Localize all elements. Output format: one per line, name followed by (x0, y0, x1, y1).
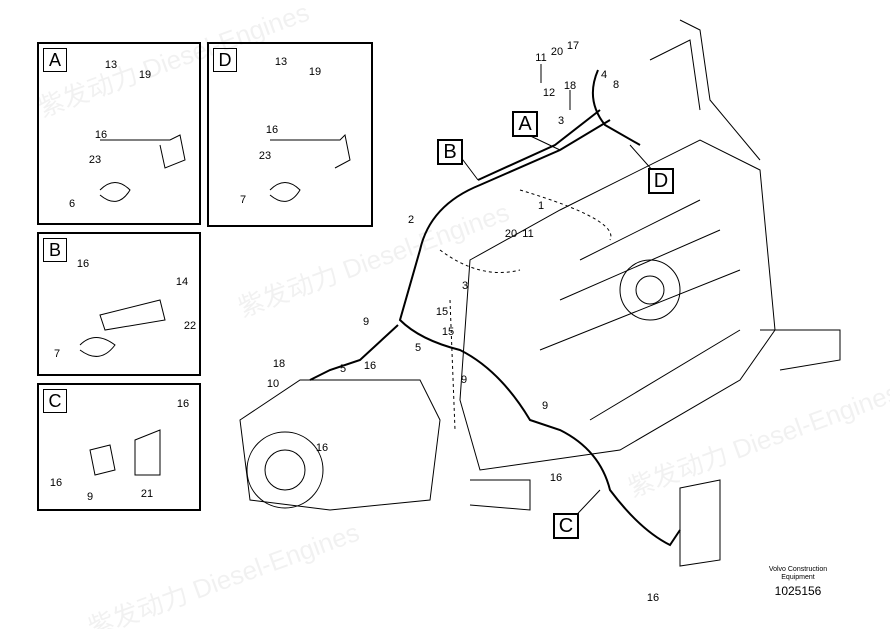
part-number-label: 15 (441, 326, 455, 338)
part-number-label: 17 (566, 40, 580, 52)
part-number-label: 14 (175, 276, 189, 288)
hydraulic-pump (239, 379, 441, 511)
part-number-label: 11 (522, 228, 534, 240)
part-number-label: 5 (414, 342, 422, 354)
part-number-label: 3 (557, 115, 565, 127)
part-number-label: 20 (504, 228, 518, 240)
engine-block (459, 139, 776, 471)
part-number-label: 4 (600, 69, 608, 81)
part-number-label: 21 (140, 488, 154, 500)
callout-a: A (512, 111, 538, 137)
callout-c: C (553, 513, 579, 539)
part-number-label: 16 (265, 124, 279, 136)
hose-main (398, 119, 681, 547)
part-number-label: 23 (88, 154, 102, 166)
part-number-label: 3 (461, 280, 469, 292)
part-number-label: 18 (563, 80, 577, 92)
part-number-label: 20 (550, 46, 564, 58)
part-number-label: 22 (183, 320, 197, 332)
panel-tag: D (213, 48, 237, 72)
part-number-label: 5 (339, 363, 347, 375)
part-number-label: 11 (535, 52, 547, 64)
callout-d: D (648, 168, 674, 194)
part-number-label: 23 (258, 150, 272, 162)
part-number-label: 16 (549, 472, 563, 484)
part-number-label: 9 (460, 374, 468, 386)
document-number: 1025156 (774, 584, 822, 598)
part-number-label: 15 (435, 306, 449, 318)
panel-tag: A (43, 48, 67, 72)
detail-panel-c: C (37, 383, 201, 511)
part-number-label: 19 (138, 69, 152, 81)
cooler (679, 479, 721, 567)
part-number-label: 12 (542, 87, 556, 99)
part-number-label: 19 (308, 66, 322, 78)
caption-line2: Equipment (781, 574, 815, 581)
part-number-label: 7 (239, 194, 247, 206)
part-number-label: 16 (94, 129, 108, 141)
part-number-label: 8 (612, 79, 620, 91)
part-number-label: 18 (272, 358, 286, 370)
part-number-label: 16 (76, 258, 90, 270)
part-number-label: 9 (86, 491, 94, 503)
part-number-label: 6 (68, 198, 76, 210)
part-number-label: 16 (646, 592, 660, 604)
part-number-label: 16 (49, 477, 63, 489)
part-number-label: 16 (363, 360, 377, 372)
callout-b: B (437, 139, 463, 165)
detail-panel-a: A (37, 42, 201, 225)
part-number-label: 16 (315, 442, 329, 454)
part-number-label: 2 (407, 214, 415, 226)
part-number-label: 9 (362, 316, 370, 328)
caption: Volvo Construction Equipment (769, 566, 827, 582)
part-number-label: 7 (53, 348, 61, 360)
panel-tag: B (43, 238, 67, 262)
detail-panel-d: D (207, 42, 373, 227)
leader-lines (459, 64, 662, 527)
part-number-label: 16 (176, 398, 190, 410)
panel-tag: C (43, 389, 67, 413)
part-number-label: 9 (541, 400, 549, 412)
part-number-label: 1 (537, 200, 545, 212)
part-number-label: 13 (274, 56, 288, 68)
detail-panel-b: B (37, 232, 201, 376)
part-number-label: 10 (266, 378, 280, 390)
part-number-label: 13 (104, 59, 118, 71)
caption-line1: Volvo Construction (768, 566, 828, 573)
